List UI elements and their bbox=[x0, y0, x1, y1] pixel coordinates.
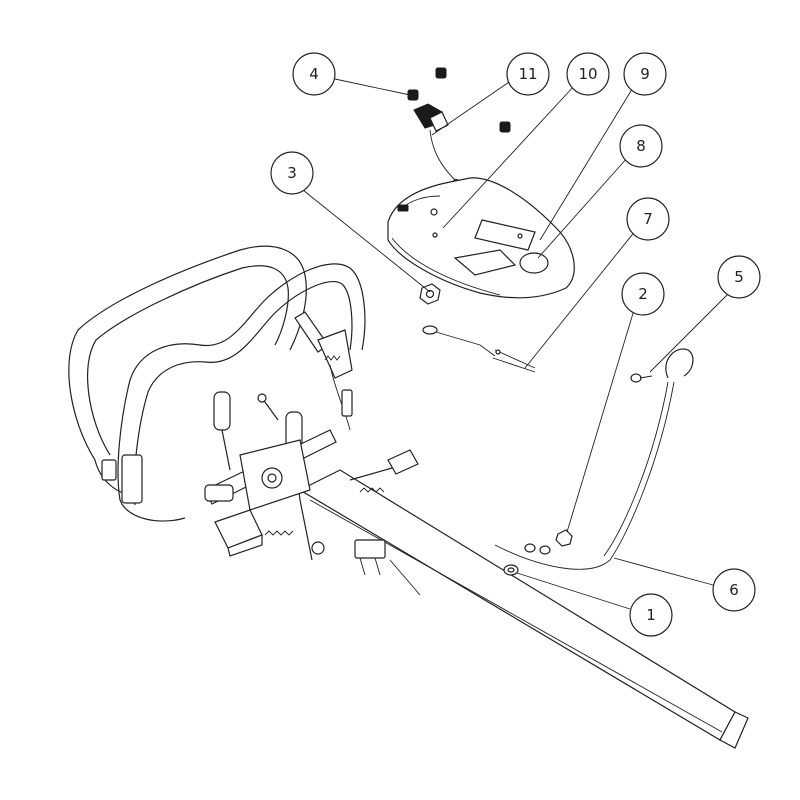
callout-2: 2 bbox=[621, 272, 665, 316]
leader-10 bbox=[442, 85, 575, 229]
callout-label: 4 bbox=[309, 65, 319, 83]
washer-b bbox=[539, 545, 551, 555]
part-9-gate-slot bbox=[453, 219, 536, 276]
callout-label: 11 bbox=[518, 65, 537, 83]
control-lever-left bbox=[213, 391, 231, 471]
part-6-hooked-rod bbox=[494, 348, 694, 570]
mount-plate bbox=[239, 439, 311, 511]
leader-3 bbox=[302, 189, 431, 293]
console-hardware bbox=[397, 204, 438, 238]
callout-4: 4 bbox=[292, 52, 336, 96]
leader-5 bbox=[649, 291, 731, 373]
spring-2 bbox=[359, 487, 385, 493]
callout-9: 9 bbox=[623, 52, 667, 96]
leader-9 bbox=[539, 85, 635, 241]
callout-label: 8 bbox=[636, 137, 646, 155]
callout-label: 3 bbox=[287, 164, 297, 182]
leader-4 bbox=[334, 78, 411, 96]
leader-2 bbox=[566, 309, 635, 533]
callout-5: 5 bbox=[717, 255, 761, 299]
callout-10: 10 bbox=[566, 52, 610, 96]
leader-lines bbox=[302, 78, 731, 610]
washer-a bbox=[524, 543, 536, 553]
callout-1: 1 bbox=[629, 593, 673, 637]
part-5-pin bbox=[630, 373, 653, 383]
handlebar-inner bbox=[117, 263, 366, 522]
callout-label: 9 bbox=[640, 65, 650, 83]
handlebar-clamp-left bbox=[101, 454, 143, 504]
part-7-linkage-rod bbox=[422, 325, 536, 373]
callout-6: 6 bbox=[712, 568, 756, 612]
leader-7 bbox=[524, 224, 641, 369]
control-lever-small bbox=[257, 393, 279, 421]
part-2-nut bbox=[555, 529, 573, 547]
leader-1 bbox=[516, 572, 631, 610]
spring-3 bbox=[324, 355, 341, 361]
callout-label: 10 bbox=[578, 65, 597, 83]
part-4-bolt-2 bbox=[435, 67, 447, 79]
callout-8: 8 bbox=[619, 124, 663, 168]
callout-3: 3 bbox=[270, 151, 314, 195]
grip-lever bbox=[294, 311, 353, 431]
callout-label: 2 bbox=[638, 285, 648, 303]
part-11-knob-cable bbox=[413, 103, 460, 186]
lower-bracket bbox=[311, 539, 421, 596]
leader-6 bbox=[613, 557, 714, 586]
spring-1 bbox=[264, 530, 294, 536]
callout-label: 7 bbox=[643, 210, 653, 228]
part-1-washer bbox=[503, 564, 519, 576]
callout-label: 5 bbox=[734, 268, 744, 286]
main-tube bbox=[298, 469, 749, 749]
callout-11: 11 bbox=[506, 52, 550, 96]
leader-11 bbox=[431, 79, 513, 136]
part-4-bolt-3 bbox=[499, 121, 511, 133]
part-8-round-cap bbox=[519, 252, 549, 274]
pedal-block bbox=[214, 509, 263, 557]
callout-label: 6 bbox=[729, 581, 739, 599]
callout-7: 7 bbox=[626, 197, 670, 241]
leader-8 bbox=[537, 156, 629, 259]
throttle-handle bbox=[349, 449, 419, 481]
callout-label: 1 bbox=[646, 606, 656, 624]
part-3-nut bbox=[419, 283, 441, 305]
